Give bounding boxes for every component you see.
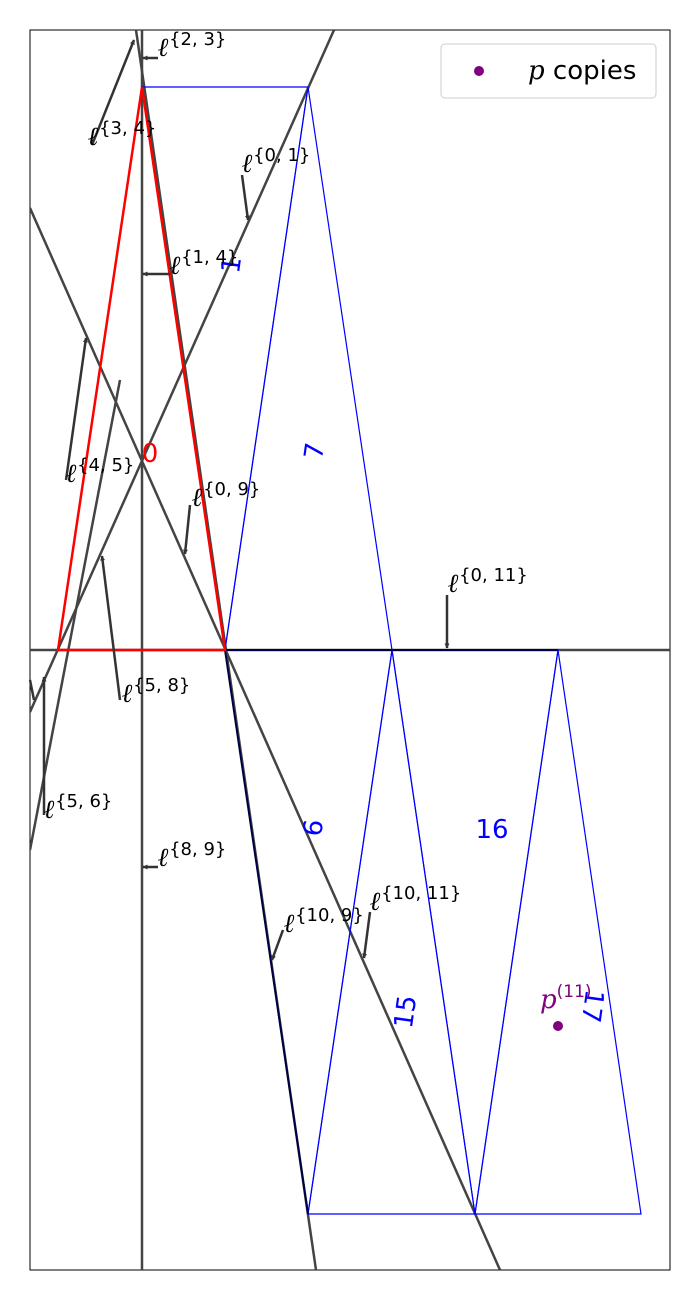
- line-label-0-9: ℓ{0, 9}: [192, 479, 260, 513]
- line-label-8-9: ℓ{8, 9}: [158, 839, 226, 873]
- line-label-5-6: ℓ{5, 6}: [44, 791, 112, 825]
- triangle-labels: 0 1 7 6 16 15 17: [142, 255, 609, 1031]
- triangle-0: [56, 86, 227, 652]
- legend: p copies: [440, 43, 657, 99]
- triangle-17: [474, 649, 642, 1215]
- arrow-3-4: [90, 39, 136, 146]
- line-diagonal-down: [30, 207, 502, 1270]
- line-label-0-11: ℓ{0, 11}: [448, 565, 528, 599]
- arrow-4-5: [64, 337, 88, 481]
- triangle-label-15: 15: [389, 993, 423, 1030]
- arrow-10-9: [270, 929, 285, 961]
- line-label-2-3: ℓ{2, 3}: [158, 29, 226, 63]
- triangle-label-16: 16: [475, 815, 508, 845]
- arrow-5-8: [100, 555, 122, 701]
- label-arrows: [28, 39, 450, 961]
- arrow-10-11: [362, 911, 372, 959]
- dark-edges: [224, 649, 558, 1215]
- triangle-label-0: 0: [142, 439, 159, 469]
- arrow-0-9: [182, 504, 192, 555]
- line-label-1-4: ℓ{1, 4}: [170, 247, 238, 281]
- legend-box: [440, 43, 657, 99]
- point-p11: [553, 1021, 563, 1031]
- triangle-label-6: 6: [298, 818, 330, 839]
- line-diagonal-up: [30, 30, 336, 713]
- line-label-10-9: ℓ{10, 9}: [284, 905, 364, 939]
- arrow-5-6-b: [28, 679, 36, 701]
- line-label-10-11: ℓ{10, 11}: [370, 883, 461, 917]
- line-label-0-1: ℓ{0, 1}: [242, 145, 310, 179]
- line-labels: ℓ{2, 3} ℓ{3, 4} ℓ{0, 1} ℓ{1, 4} ℓ{4, 5} …: [44, 29, 528, 939]
- triangle-label-1: 1: [216, 255, 248, 276]
- legend-label: p copies: [528, 56, 636, 86]
- point-label-p11: p(11): [540, 982, 592, 1015]
- line-label-3-4: ℓ{3, 4}: [88, 118, 156, 152]
- line-label-4-5: ℓ{4, 5}: [66, 455, 134, 489]
- triangle-label-17: 17: [575, 988, 609, 1025]
- triangle-label-7: 7: [299, 441, 331, 462]
- arrow-0-1: [240, 174, 250, 221]
- dark-edge-slant: [224, 649, 309, 1215]
- line-label-5-8: ℓ{5, 8}: [122, 675, 190, 709]
- legend-marker: [474, 66, 484, 76]
